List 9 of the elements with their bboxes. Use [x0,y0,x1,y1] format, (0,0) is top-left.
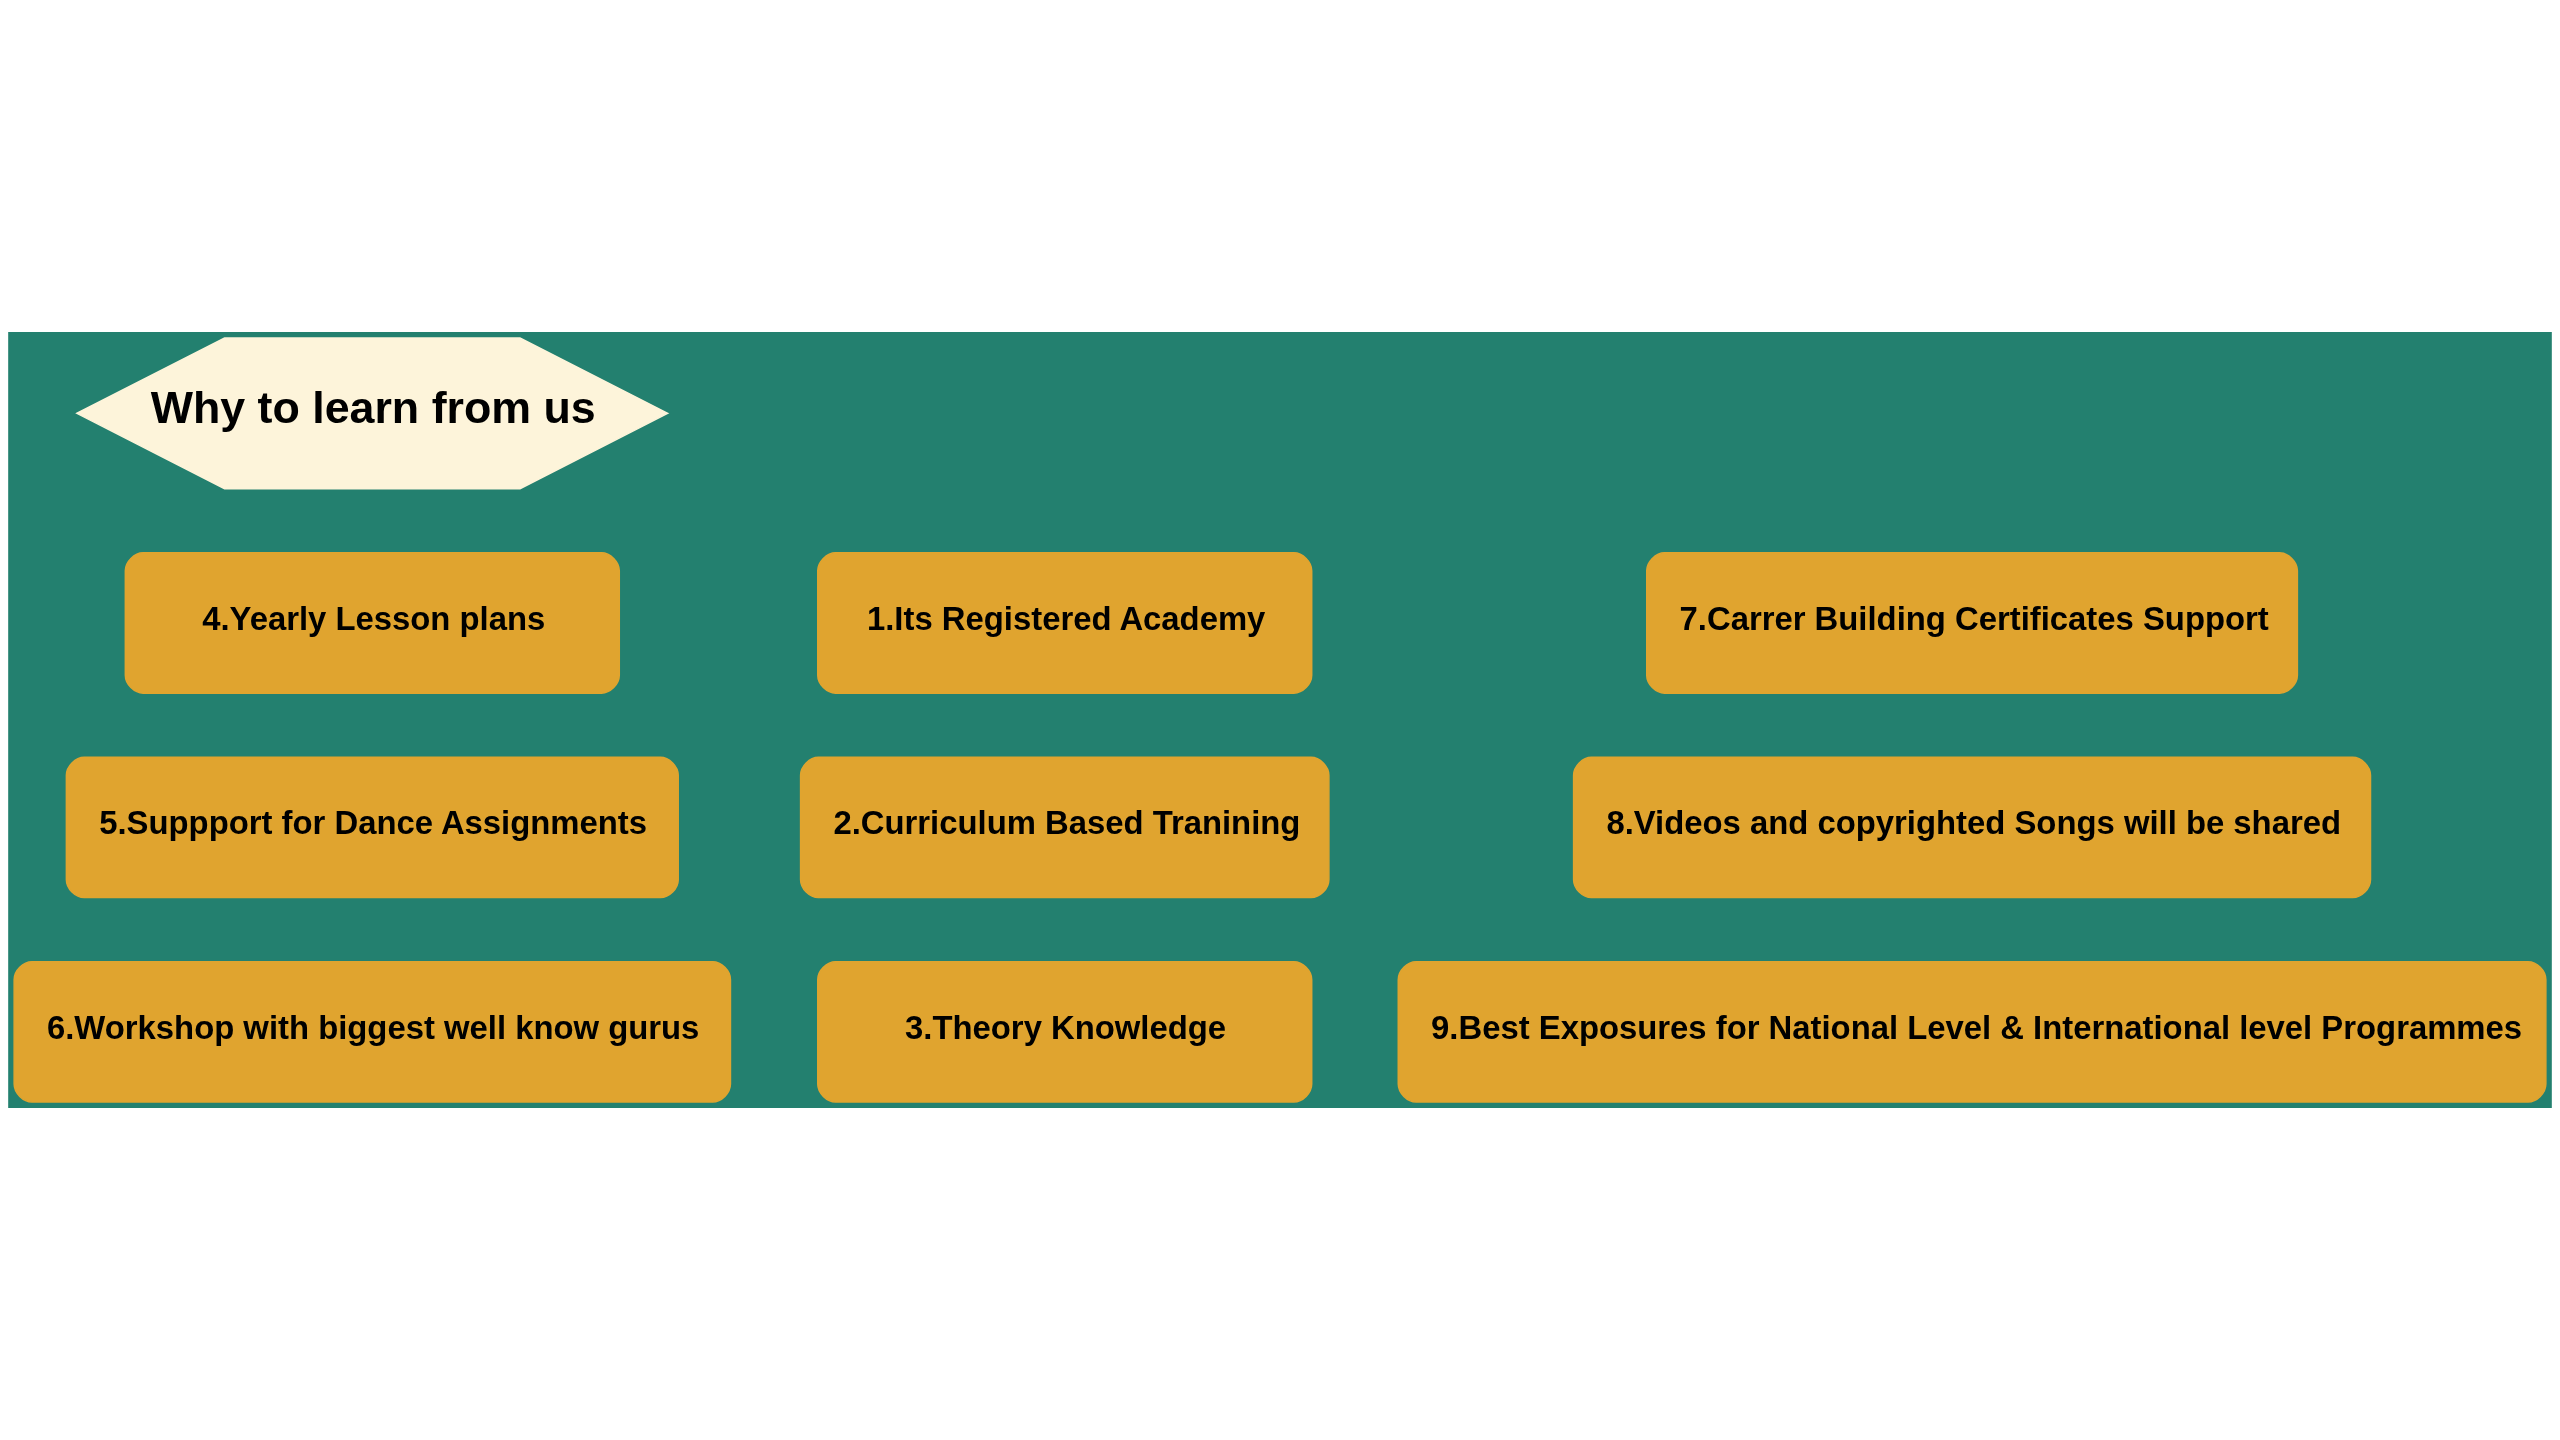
node-box: 2.Curriculum Based Tranining [799,756,1330,899]
node-box: 5.Suppport for Dance Assignments [65,756,679,899]
node-box: 3.Theory Knowledge [817,961,1313,1103]
node-box: 8.Videos and copyrighted Songs will be shared [1572,756,2372,899]
node-box: 1.Its Registered Academy [817,552,1313,694]
node-box: 4.Yearly Lesson plans [124,552,621,694]
node-box: 6.Workshop with biggest well know gurus [13,961,732,1103]
node-box: 7.Carrer Building Certificates Support [1646,552,2299,694]
node-box: 9.Best Exposures for National Level & International level Programmes [1397,961,2547,1103]
